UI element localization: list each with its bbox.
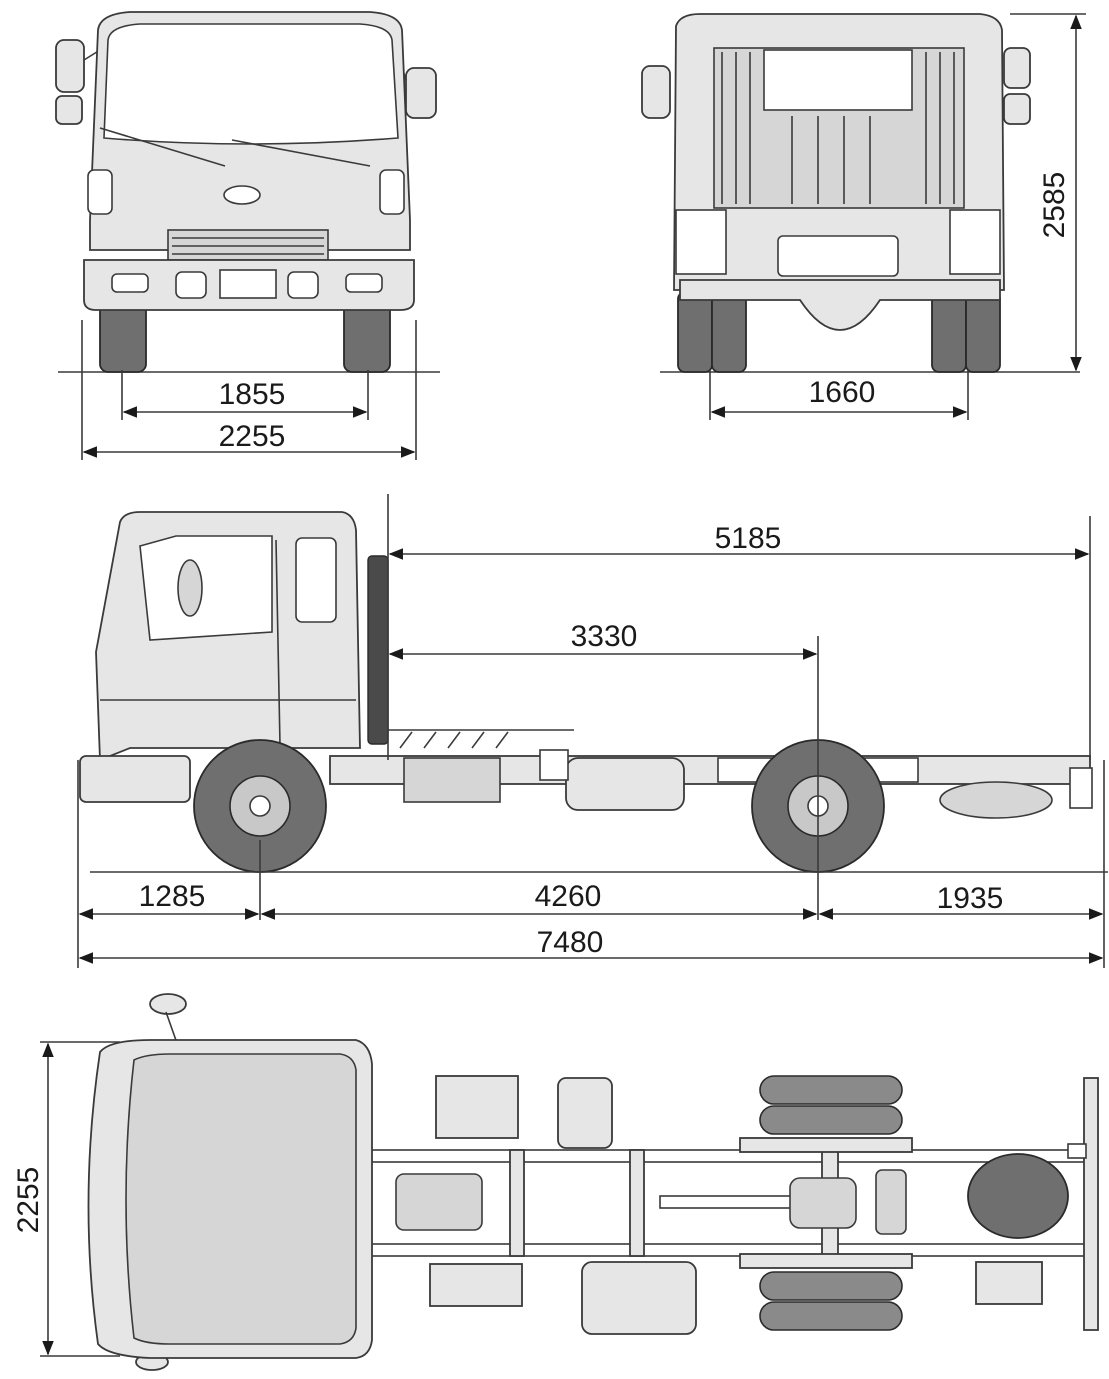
- cab-to-end-label: 5185: [715, 522, 782, 555]
- top-overall-width-label: 2255: [12, 1167, 45, 1234]
- overall-length-label: 7480: [537, 926, 604, 959]
- side-view: 5185 3330 1285 4260 1935 7480: [77, 494, 1108, 968]
- front-overhang-label: 1285: [139, 880, 206, 913]
- front-view: 1855 2255: [55, 11, 440, 460]
- front-track-label: 1855: [219, 378, 286, 411]
- top-view: 2255: [12, 993, 1099, 1371]
- wheelbase-label: 4260: [535, 880, 602, 913]
- cab-to-axle-label: 3330: [571, 620, 638, 653]
- rear-overhang-label: 1935: [937, 882, 1004, 915]
- rear-track-label: 1660: [809, 376, 876, 409]
- overall-height-label: 2585: [1038, 172, 1071, 239]
- rear-view: 1660 2585: [641, 13, 1086, 420]
- front-overall-width-label: 2255: [219, 420, 286, 453]
